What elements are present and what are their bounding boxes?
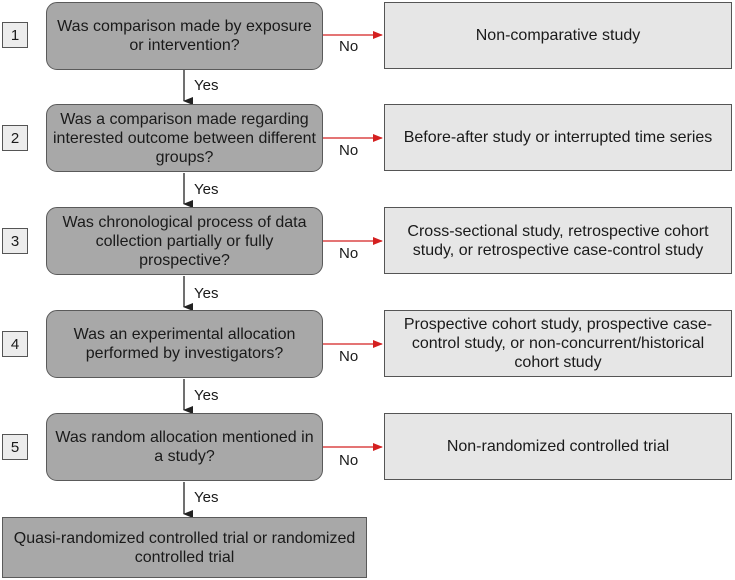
result-text-3: Cross-sectional study, retrospective coh… bbox=[407, 222, 709, 259]
result-box-4: Prospective cohort study, prospective ca… bbox=[384, 310, 732, 377]
question-text-4: Was an experimental allocation performed… bbox=[73, 326, 296, 362]
yes-label-3: Yes bbox=[194, 285, 219, 302]
no-label-2: No bbox=[339, 142, 359, 159]
question-box-3: Was chronological process of data collec… bbox=[46, 207, 323, 275]
question-box-4: Was an experimental allocation performed… bbox=[46, 310, 323, 378]
no-label-4: No bbox=[339, 348, 359, 365]
question-text-2: Was a comparison made regarding interest… bbox=[53, 110, 316, 166]
no-label-1: No bbox=[339, 38, 359, 55]
no-label-5: No bbox=[339, 452, 359, 469]
result-text-5: Non-randomized controlled trial bbox=[446, 438, 670, 455]
question-box-2: Was a comparison made regarding interest… bbox=[46, 104, 323, 172]
result-text-4: Prospective cohort study, prospective ca… bbox=[403, 316, 713, 371]
question-text-3: Was chronological process of data collec… bbox=[62, 213, 307, 269]
question-text-5: Was random allocation mentioned in a stu… bbox=[55, 429, 314, 465]
question-text-1: Was comparison made by exposure or inter… bbox=[57, 18, 312, 54]
step-number-3: 3 bbox=[2, 228, 28, 254]
final-result-box: Quasi-randomized controlled trial or ran… bbox=[2, 517, 367, 578]
yes-label-2: Yes bbox=[194, 181, 219, 198]
step-number-5: 5 bbox=[2, 434, 28, 460]
yes-label-1: Yes bbox=[194, 77, 219, 94]
step-number-1: 1 bbox=[2, 22, 28, 48]
yes-label-4: Yes bbox=[194, 387, 219, 404]
result-box-1: Non-comparative study bbox=[384, 2, 732, 69]
result-text-1: Non-comparative study bbox=[475, 27, 641, 44]
step-number-4: 4 bbox=[2, 331, 28, 357]
result-box-3: Cross-sectional study, retrospective coh… bbox=[384, 207, 732, 274]
question-box-5: Was random allocation mentioned in a stu… bbox=[46, 413, 323, 481]
result-box-2: Before-after study or interrupted time s… bbox=[384, 104, 732, 171]
no-label-3: No bbox=[339, 245, 359, 262]
result-box-5: Non-randomized controlled trial bbox=[384, 413, 732, 480]
question-box-1: Was comparison made by exposure or inter… bbox=[46, 2, 323, 70]
yes-label-5: Yes bbox=[194, 489, 219, 506]
final-result-text: Quasi-randomized controlled trial or ran… bbox=[13, 529, 356, 566]
step-number-2: 2 bbox=[2, 125, 28, 151]
result-text-2: Before-after study or interrupted time s… bbox=[403, 129, 713, 146]
